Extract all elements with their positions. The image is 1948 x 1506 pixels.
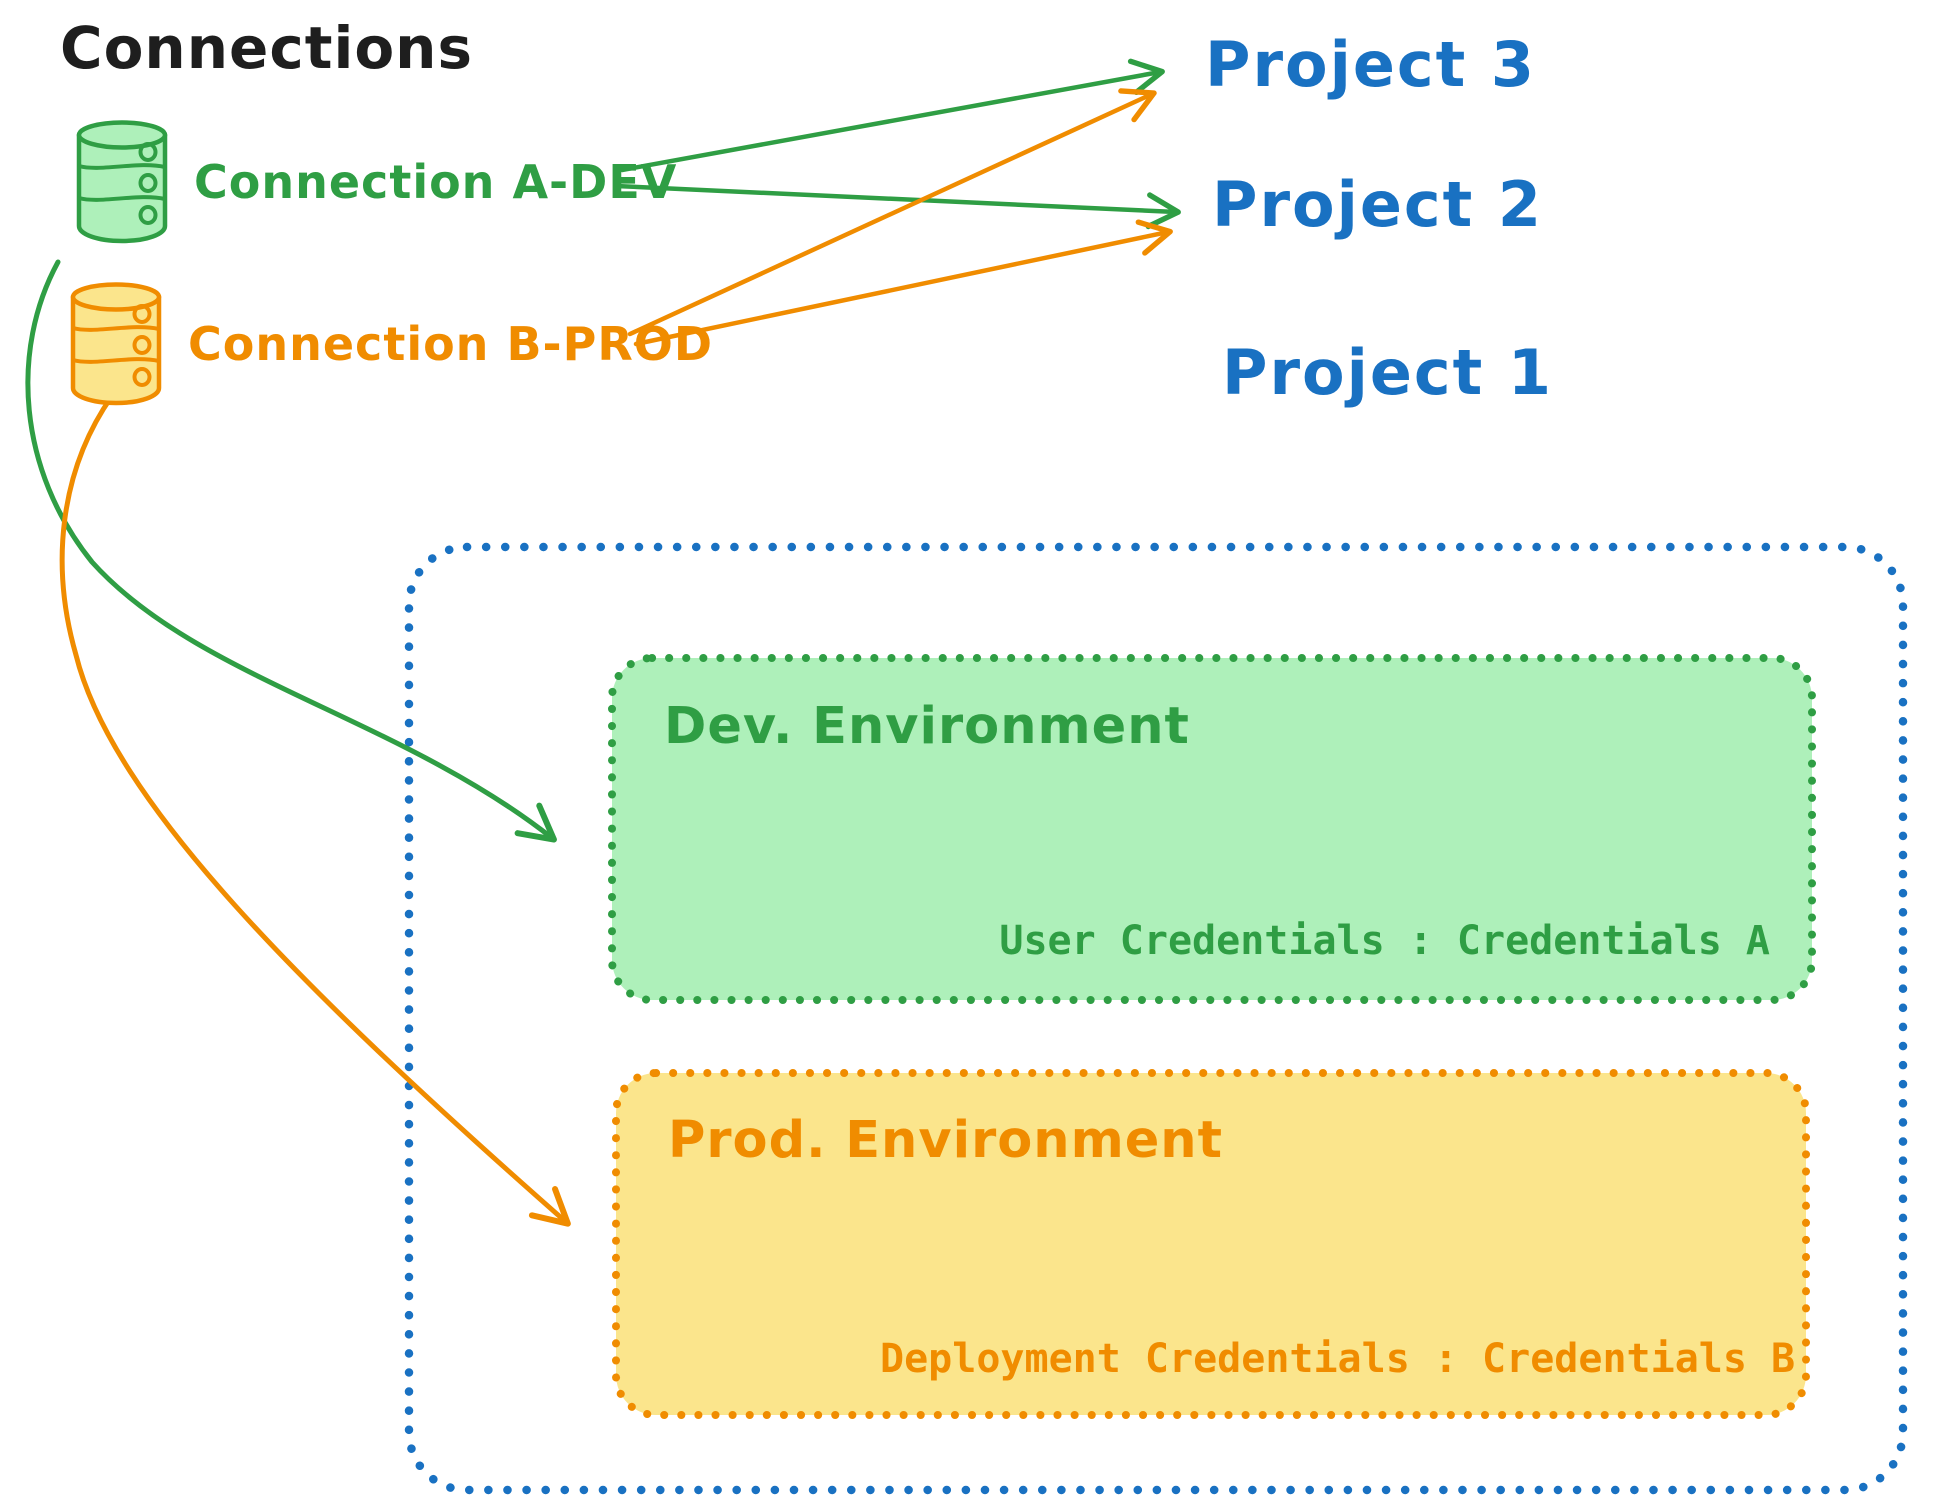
- connection-b-prod: Connection B-PROD: [66, 282, 713, 406]
- project-2-label: Project 2: [1212, 168, 1544, 241]
- dev-environment-credentials: User Credentials : Credentials A: [999, 918, 1770, 964]
- database-icon: [76, 120, 168, 244]
- prod-environment-box: [612, 1069, 1810, 1419]
- database-icon: [70, 282, 162, 406]
- dev-environment-title: Dev. Environment: [664, 697, 1190, 756]
- prod-environment-credentials: Deployment Credentials : Credentials B: [880, 1336, 1796, 1382]
- arrow-a-dev-to-project-3: [619, 58, 1165, 173]
- project-1-container-box: [404, 542, 1908, 1495]
- arrow-b-prod-to-project-2: [633, 219, 1173, 347]
- arrow-b-prod-to-prod-environment: [59, 393, 571, 1227]
- connection-a-dev-label: Connection A-DEV: [194, 154, 678, 209]
- arrow-a-dev-to-project-2: [613, 183, 1181, 230]
- project-3-label: Project 3: [1205, 28, 1537, 101]
- project-1-label: Project 1: [1222, 336, 1554, 409]
- arrow-a-dev-to-dev-environment: [25, 259, 557, 843]
- arrow-b-prod-to-project-3: [627, 88, 1157, 337]
- connection-b-prod-label: Connection B-PROD: [188, 316, 714, 371]
- dev-environment-box: [608, 654, 1816, 1004]
- diagram-title: Connections: [60, 14, 473, 82]
- prod-environment-title: Prod. Environment: [668, 1111, 1223, 1170]
- connection-a-dev: Connection A-DEV: [72, 120, 677, 244]
